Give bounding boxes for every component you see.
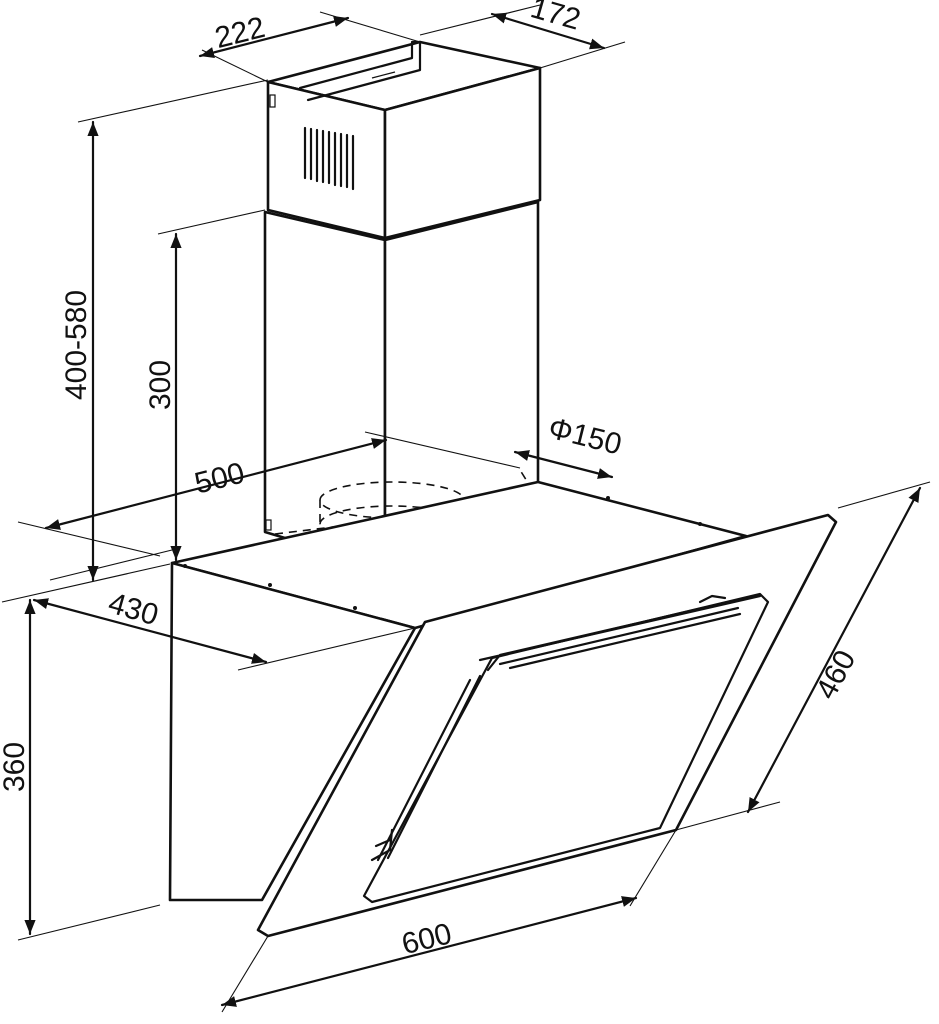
- label-phi-150: Φ150: [545, 412, 625, 462]
- dimension-line-172: [490, 12, 606, 50]
- screw-hole: [606, 496, 610, 500]
- dimension-body-height: 360: [0, 598, 161, 941]
- chimney-screw-hole: [269, 94, 276, 108]
- label-400-580: 400-580: [60, 290, 93, 400]
- label-222: 222: [212, 11, 269, 55]
- label-600: 600: [398, 917, 455, 961]
- dimension-line-222: [198, 16, 350, 58]
- bracket-slot: [371, 71, 396, 79]
- filter-clip: [370, 828, 394, 862]
- label-300: 300: [144, 360, 177, 410]
- label-460: 460: [810, 645, 863, 705]
- filter-frame-top: [478, 594, 762, 672]
- filter-rail: [498, 606, 742, 670]
- label-172: 172: [527, 0, 584, 37]
- label-430: 430: [105, 587, 162, 633]
- vent-grille: [303, 126, 355, 191]
- dimension-line-150: [513, 450, 614, 479]
- dimension-line-500: [44, 438, 388, 530]
- screw-hole: [268, 583, 272, 587]
- label-360: 360: [0, 742, 31, 792]
- dimension-line-430: [32, 598, 268, 664]
- dimension-chimney-width: 172: [419, 0, 626, 69]
- dimension-total-height: 400-580: [49, 79, 269, 582]
- screw-hole: [353, 606, 357, 610]
- label-500: 500: [191, 456, 248, 500]
- upper-chimney-front: [266, 80, 387, 240]
- dimension-line-600: [220, 896, 638, 1007]
- upper-chimney-side: [383, 66, 542, 240]
- upper-chimney: [266, 40, 542, 240]
- screw-hole: [183, 564, 187, 568]
- mounting-bracket: [298, 40, 422, 102]
- dimension-line-460: [746, 486, 922, 814]
- screw-hole: [698, 522, 702, 526]
- dimension-lower-chimney-height: 300: [144, 209, 266, 562]
- lower-chimney-front: [263, 210, 387, 570]
- filter-frame-left: [376, 674, 482, 862]
- filter-handle: [698, 594, 727, 604]
